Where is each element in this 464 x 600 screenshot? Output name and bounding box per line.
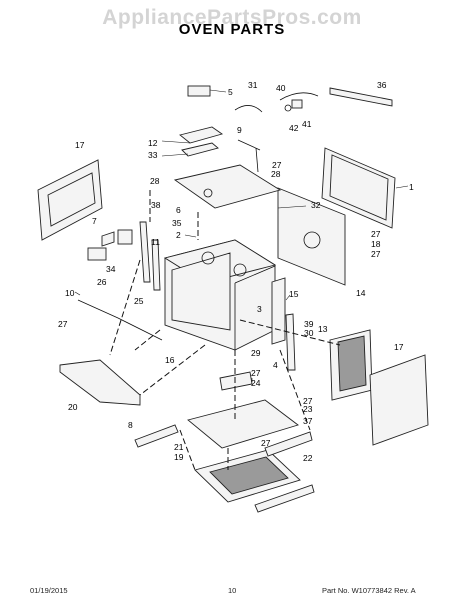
callout-33: 33 <box>148 150 158 160</box>
left-side-panel <box>37 159 103 241</box>
front-trim <box>77 299 163 341</box>
callouts: 1 2 3 4 5 6 7 8 9 10 11 12 13 14 15 16 1… <box>58 80 414 463</box>
vent-assembly <box>179 126 224 157</box>
callout-27-c: 27 <box>371 249 381 259</box>
callout-15: 15 <box>289 289 299 299</box>
callout-35: 35 <box>172 218 182 228</box>
callout-19: 19 <box>174 452 184 462</box>
callout-32: 32 <box>311 200 321 210</box>
callout-9: 9 <box>237 125 242 135</box>
right-side-panel <box>369 354 429 446</box>
callout-24: 24 <box>251 378 261 388</box>
callout-37: 37 <box>303 416 313 426</box>
footer-page-number: 10 <box>228 586 237 595</box>
bracket-24 <box>219 371 253 391</box>
callout-26: 26 <box>97 277 107 287</box>
callout-27-a: 27 <box>272 160 282 170</box>
callout-11: 11 <box>151 237 160 247</box>
callout-27-f: 27 <box>303 396 313 406</box>
callout-17-right: 17 <box>394 342 404 352</box>
callout-27-g: 27 <box>261 438 271 448</box>
callout-16: 16 <box>165 355 175 365</box>
callout-27-b: 27 <box>371 229 381 239</box>
callout-2: 2 <box>176 230 181 240</box>
callout-27-e: 27 <box>251 368 261 378</box>
callout-28-a: 28 <box>150 176 160 186</box>
top-rail <box>329 87 393 107</box>
bracket-5 <box>187 85 211 97</box>
callout-1: 1 <box>409 182 414 192</box>
side-strips <box>139 221 161 291</box>
callout-17-left: 17 <box>75 140 85 150</box>
small-brackets <box>87 229 133 261</box>
callout-28-b: 28 <box>271 169 281 179</box>
footer-date: 01/19/2015 <box>30 586 68 595</box>
callout-27-d: 27 <box>58 319 68 329</box>
callout-36: 36 <box>377 80 387 90</box>
callout-18: 18 <box>371 239 381 249</box>
callout-31: 31 <box>248 80 258 90</box>
side-heat-shield <box>329 329 373 401</box>
assembly-lines <box>109 190 341 471</box>
bottom-rail <box>254 484 315 513</box>
callout-42: 42 <box>289 123 299 133</box>
callout-40: 40 <box>276 83 286 93</box>
side-trim <box>271 277 286 345</box>
callout-8: 8 <box>128 420 133 430</box>
right-rail <box>264 431 313 457</box>
callout-13: 13 <box>318 324 328 334</box>
left-rail <box>134 424 179 448</box>
callout-5: 5 <box>228 87 233 97</box>
callout-23: 23 <box>303 404 313 414</box>
callout-7: 7 <box>92 216 97 226</box>
callout-6: 6 <box>176 205 181 215</box>
watermark: AppliancePartsPros.com <box>102 6 362 29</box>
callout-34: 34 <box>106 264 116 274</box>
leader-lines <box>74 89 409 382</box>
callout-41: 41 <box>302 119 312 129</box>
callout-38: 38 <box>151 200 161 210</box>
callout-4: 4 <box>273 360 278 370</box>
rear-panel <box>321 147 396 229</box>
callout-30: 30 <box>304 328 314 338</box>
callout-14: 14 <box>356 288 366 298</box>
front-panel <box>59 359 141 406</box>
callout-12: 12 <box>148 138 158 148</box>
callout-21: 21 <box>174 442 184 452</box>
top-vent-plate <box>173 164 282 209</box>
callout-25: 25 <box>134 296 144 306</box>
callout-20: 20 <box>68 402 78 412</box>
oven-cavity <box>163 239 277 351</box>
rear-cover <box>277 187 346 286</box>
callout-22: 22 <box>303 453 313 463</box>
callout-3: 3 <box>257 304 262 314</box>
wiring-harness <box>234 92 319 113</box>
callout-29: 29 <box>251 348 261 358</box>
bottom-frame <box>194 449 301 503</box>
bottom-floor-plate <box>187 399 299 449</box>
callout-39: 39 <box>304 319 314 329</box>
diagram-title: OVEN PARTS <box>178 21 286 38</box>
footer-part-number: Part No. W10773842 Rev. A <box>322 586 416 595</box>
right-strip <box>285 313 296 371</box>
probe-9 <box>237 139 261 173</box>
callout-10: 10 <box>65 288 75 298</box>
